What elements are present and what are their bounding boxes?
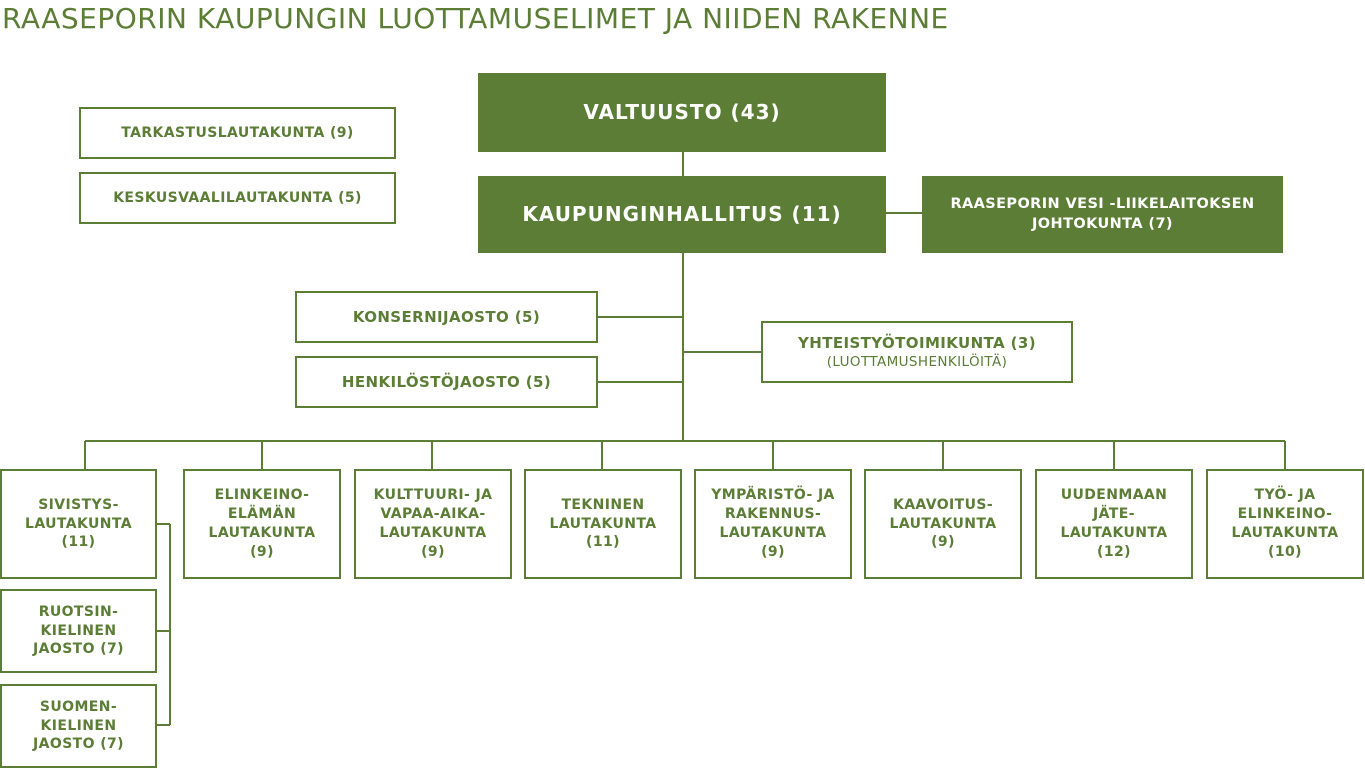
board-line: (11) bbox=[586, 534, 620, 551]
board-line: VAPAA-AIKA- bbox=[380, 506, 486, 523]
board-line: UUDENMAAN bbox=[1060, 487, 1168, 504]
board-box-kaavoitus: KAAVOITUS- LAUTAKUNTA (9) bbox=[864, 469, 1022, 579]
kaupunginhallitus-box: KAUPUNGINHALLITUS (11) bbox=[478, 176, 886, 253]
board-box-sivistys: SIVISTYS- LAUTAKUNTA (11) bbox=[0, 469, 157, 579]
kaupunginhallitus-label: KAUPUNGINHALLITUS (11) bbox=[522, 202, 842, 226]
board-line: TEKNINEN bbox=[561, 496, 645, 513]
board-line: (9) bbox=[761, 543, 785, 560]
konsernijaosto-box: KONSERNIJAOSTO (5) bbox=[295, 291, 598, 343]
board-line: JÄTE- bbox=[1093, 506, 1135, 523]
board-line: ELINKEINO- bbox=[214, 487, 310, 504]
board-line: (9) bbox=[931, 534, 955, 551]
board-line: LAUTAKUNTA bbox=[379, 525, 487, 541]
board-line: LAUTAKUNTA bbox=[549, 515, 657, 532]
vesi-johtokunta-box: RAASEPORIN VESI -LIIKELAITOKSEN JOHTOKUN… bbox=[922, 176, 1283, 253]
subsection-line: RUOTSIN- bbox=[38, 603, 119, 620]
tarkastuslautakunta-label: TARKASTUSLAUTAKUNTA (9) bbox=[121, 124, 354, 141]
subsection-line: KIELINEN bbox=[40, 622, 117, 639]
board-line: LAUTAKUNTA bbox=[1060, 525, 1168, 541]
board-box-ymparisto: YMPÄRISTÖ- JA RAKENNUS- LAUTAKUNTA (9) bbox=[694, 469, 852, 579]
valtuusto-box: VALTUUSTO (43) bbox=[478, 73, 886, 152]
subsection-line: SUOMEN- bbox=[39, 698, 118, 715]
henkilostojaosto-box: HENKILÖSTÖJAOSTO (5) bbox=[295, 356, 598, 408]
board-line: LAUTAKUNTA bbox=[719, 525, 827, 541]
ruotsinkielinen-jaosto-box: RUOTSIN- KIELINEN JAOSTO (7) bbox=[0, 589, 157, 673]
subsection-line: KIELINEN bbox=[40, 717, 117, 734]
board-line: (10) bbox=[1268, 543, 1302, 560]
board-box-tyo-elinkeino: TYÖ- JA ELINKEINO- LAUTAKUNTA (10) bbox=[1206, 469, 1364, 579]
tarkastuslautakunta-box: TARKASTUSLAUTAKUNTA (9) bbox=[79, 107, 396, 159]
subsection-line: JAOSTO (7) bbox=[33, 641, 124, 658]
board-line: KULTTUURI- JA bbox=[373, 487, 493, 504]
board-line: LAUTAKUNTA bbox=[1231, 525, 1339, 541]
board-line: LAUTAKUNTA bbox=[25, 515, 132, 532]
yhteistyotoimikunta-box: YHTEISTYÖTOIMIKUNTA (3) (LUOTTAMUSHENKIL… bbox=[761, 321, 1073, 383]
henkilostojaosto-label: HENKILÖSTÖJAOSTO (5) bbox=[341, 372, 552, 391]
board-line: (12) bbox=[1097, 543, 1131, 560]
board-line: LAUTAKUNTA bbox=[889, 515, 997, 532]
vesi-line1: RAASEPORIN VESI -LIIKELAITOKSEN bbox=[950, 195, 1255, 212]
board-line: LAUTAKUNTA bbox=[208, 525, 316, 541]
board-line: TYÖ- JA bbox=[1254, 487, 1316, 504]
board-line: KAAVOITUS- bbox=[892, 496, 994, 513]
board-line: SIVISTYS- bbox=[38, 496, 119, 513]
subsection-line: JAOSTO (7) bbox=[33, 736, 124, 753]
konsernijaosto-label: KONSERNIJAOSTO (5) bbox=[352, 307, 541, 326]
page-title: RAASEPORIN KAUPUNGIN LUOTTAMUSELIMET JA … bbox=[2, 2, 949, 35]
yhteistyo-line2: (LUOTTAMUSHENKILÖITÄ) bbox=[826, 354, 1008, 371]
board-box-jatelautakunta: UUDENMAAN JÄTE- LAUTAKUNTA (12) bbox=[1035, 469, 1193, 579]
yhteistyo-line1: YHTEISTYÖTOIMIKUNTA (3) bbox=[797, 333, 1036, 352]
keskusvaalilautakunta-box: KESKUSVAALILAUTAKUNTA (5) bbox=[79, 172, 396, 224]
board-line: (9) bbox=[250, 543, 274, 560]
suomenkielinen-jaosto-box: SUOMEN- KIELINEN JAOSTO (7) bbox=[0, 684, 157, 768]
keskusvaalilautakunta-label: KESKUSVAALILAUTAKUNTA (5) bbox=[113, 189, 362, 206]
board-line: ELINKEINO- bbox=[1237, 506, 1333, 523]
valtuusto-label: VALTUUSTO (43) bbox=[583, 100, 781, 124]
board-line: RAKENNUS- bbox=[724, 506, 822, 523]
board-box-kulttuuri: KULTTUURI- JA VAPAA-AIKA- LAUTAKUNTA (9) bbox=[354, 469, 512, 579]
board-line: ELÄMÄN bbox=[227, 506, 297, 523]
board-line: (11) bbox=[61, 534, 96, 551]
board-box-elinkeinoelaman: ELINKEINO- ELÄMÄN LAUTAKUNTA (9) bbox=[183, 469, 341, 579]
board-box-tekninen: TEKNINEN LAUTAKUNTA (11) bbox=[524, 469, 682, 579]
board-line: YMPÄRISTÖ- JA bbox=[711, 487, 835, 504]
vesi-line2: JOHTOKUNTA (7) bbox=[1032, 215, 1173, 232]
board-line: (9) bbox=[421, 543, 445, 560]
